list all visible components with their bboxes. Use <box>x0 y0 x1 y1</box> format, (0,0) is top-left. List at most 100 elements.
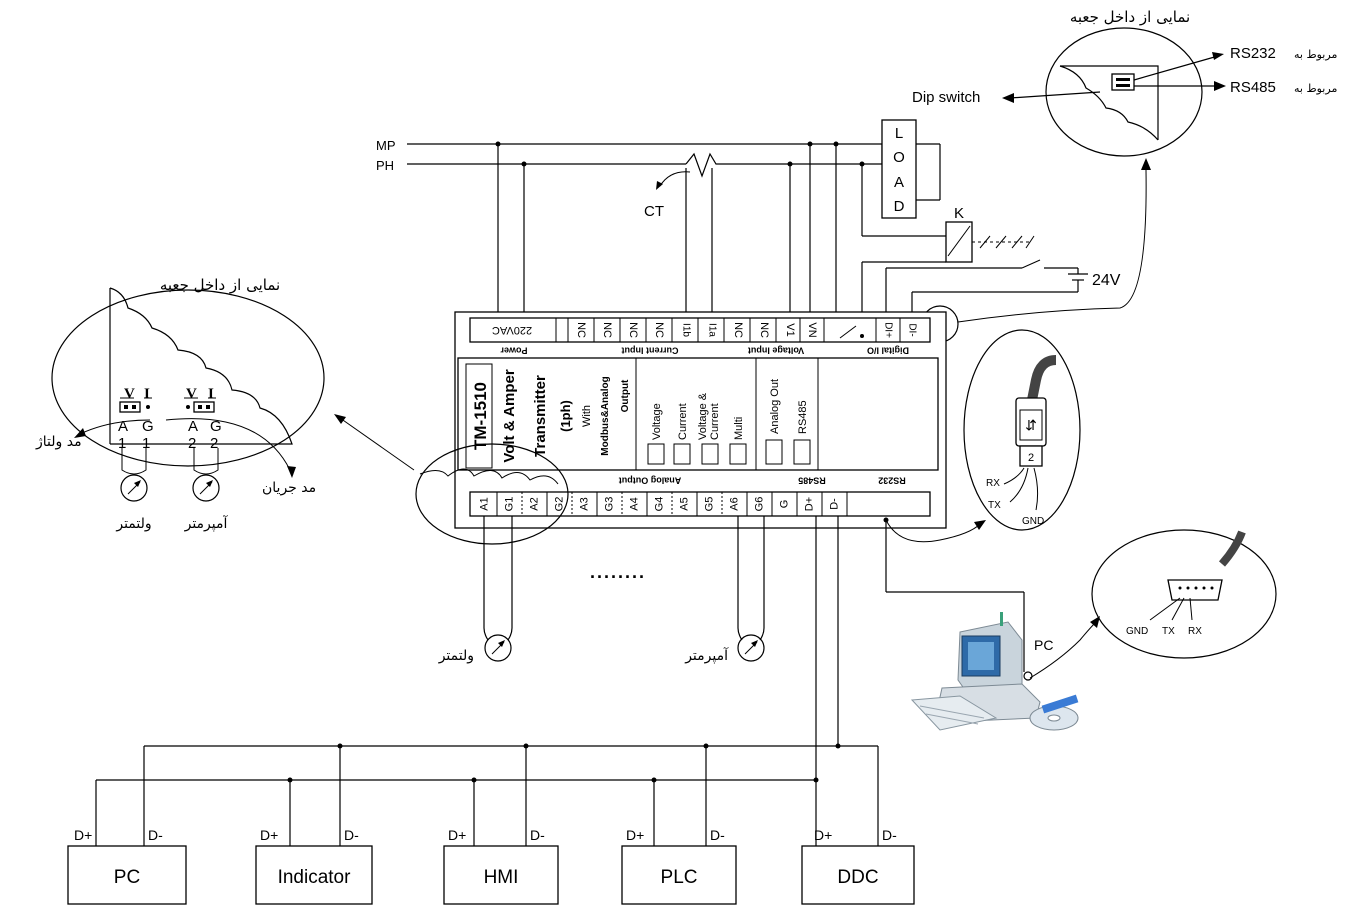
inset-ammeter-label: آمپرمتر <box>184 515 229 532</box>
ammeter-label: آمپرمتر <box>684 647 729 664</box>
rs485-bus <box>95 516 879 846</box>
title-line-1: Volt & Amper <box>501 369 518 463</box>
terminal-nc-2: NC <box>601 322 613 338</box>
relay-k-label: K <box>954 205 964 222</box>
device-indicator-label: Indicator <box>278 867 352 888</box>
terminal-g: G <box>778 500 790 509</box>
hmi-dplus-label: D+ <box>448 827 466 843</box>
group-current-input: Current Input <box>622 346 679 356</box>
terminal-i1b: I1b <box>680 323 691 337</box>
ddc-dplus-label: D+ <box>814 827 832 843</box>
top-inset <box>921 27 1226 343</box>
terminal-vn: VN <box>806 322 818 337</box>
terminal-di-minus: DI- <box>906 323 917 336</box>
db9-tx-label: TX <box>1162 626 1175 637</box>
usb-gnd-label: GND <box>1022 516 1044 527</box>
load-letter-o: O <box>893 149 905 166</box>
device-box-indicator <box>255 845 373 905</box>
terminal-di-plus: DI+ <box>882 322 893 338</box>
ddc-dminus-label: D- <box>882 827 897 843</box>
terminal-1b-number: 1 <box>142 435 150 452</box>
jumper1-i: I <box>144 386 150 402</box>
jumper1-v: V <box>124 386 135 402</box>
terminal-a1: A1 <box>478 497 490 510</box>
device-pc-label: PC <box>114 867 140 888</box>
device-box-plc <box>621 845 737 905</box>
rs485-label: RS485 <box>1230 79 1276 96</box>
plc-dminus-label: D- <box>710 827 725 843</box>
terminal-g6: G6 <box>753 497 765 512</box>
title-line-3: (1ph) <box>558 400 573 432</box>
group-digital-io: Digital I/O <box>867 346 909 356</box>
usb-inset: ⇵ 2 <box>883 329 1081 543</box>
group-rs232: RS232 <box>878 476 906 486</box>
terminal-nc-4: NC <box>653 322 665 338</box>
terminal-d-minus: D- <box>828 498 840 510</box>
option-multi: Multi <box>733 417 745 440</box>
option-voltage: Voltage <box>651 403 663 440</box>
device-box-ddc <box>801 845 915 905</box>
plc-dplus-label: D+ <box>626 827 644 843</box>
model-label: TM-1510 <box>471 382 490 450</box>
usb-rx-label: RX <box>986 478 1000 489</box>
terminal-2b-number: 2 <box>210 435 218 452</box>
mp-label: MP <box>376 138 396 153</box>
indicator-dminus-label: D- <box>344 827 359 843</box>
terminal-nc-6: NC <box>758 322 770 338</box>
terminal-nc-5: NC <box>732 322 744 338</box>
rs485-prefix: مربوط به <box>1294 82 1337 95</box>
terminal-1a-number: 1 <box>118 435 126 452</box>
left-inset-title: نمایی از داخل جعبه <box>160 276 280 294</box>
terminal-i1a: I1a <box>706 323 717 337</box>
group-analog-output: Analog Output <box>619 476 682 486</box>
jumper2-v: V <box>186 386 197 402</box>
title-line-2: Transmitter <box>532 375 549 457</box>
title-modbus: Modbus&Analog <box>600 376 611 455</box>
inset-voltmeter-label: ولتمتر <box>115 516 151 532</box>
terminal-a6: A6 <box>728 497 740 510</box>
pc-dplus-label: D+ <box>74 827 92 843</box>
option-current-2: Current <box>709 403 721 440</box>
db9-rx-label: RX <box>1188 626 1202 637</box>
option-rs485: RS485 <box>797 400 809 434</box>
indicator-dplus-label: D+ <box>260 827 278 843</box>
terminal-g4: G4 <box>653 497 665 512</box>
load-letter-a: A <box>894 174 904 191</box>
pc-illustration <box>885 520 1079 731</box>
db9-gnd-label: GND <box>1126 626 1148 637</box>
svg-text:⇵: ⇵ <box>1025 417 1037 433</box>
pc-dminus-label: D- <box>148 827 163 843</box>
terminal-a3: A3 <box>578 497 590 510</box>
group-power: Power <box>500 346 528 356</box>
terminal-a2-label: A <box>188 418 198 435</box>
left-inset <box>51 287 415 502</box>
title-output: Output <box>620 379 631 412</box>
mains-lines <box>407 141 941 318</box>
terminal-a2: A2 <box>528 497 540 510</box>
rs232-label: RS232 <box>1230 45 1276 62</box>
dip-switch-label: Dip switch <box>912 89 980 106</box>
jumper2-i: I <box>208 386 214 402</box>
hmi-dminus-label: D- <box>530 827 545 843</box>
top-inset-title: نمایی از داخل جعبه <box>1070 8 1190 26</box>
ct-label: CT <box>644 203 664 220</box>
device-plc-label: PLC <box>661 867 698 888</box>
device-panel-text: TM-1510 Volt & Amper Transmitter (1ph) W… <box>471 369 809 463</box>
device-hmi-label: HMI <box>484 867 519 888</box>
highlight-cut-line <box>419 468 559 485</box>
more-outputs-ellipsis: ........ <box>590 562 646 582</box>
terminal-2a-number: 2 <box>188 435 196 452</box>
terminal-nc-1: NC <box>575 322 587 338</box>
terminal-a4: A4 <box>628 497 640 510</box>
device-box-pc <box>67 845 187 905</box>
title-with: With <box>581 405 593 427</box>
voltmeter-label: ولتمتر <box>438 648 474 664</box>
terminal-a1-label: A <box>118 418 128 435</box>
bottom-group-labels: Analog Output RS485 RS232 <box>619 476 906 486</box>
option-voltage-and: Voltage & <box>697 392 709 440</box>
usb-tx-label: TX <box>988 500 1001 511</box>
svg-text:2: 2 <box>1028 452 1034 464</box>
terminal-220vac: 220VAC <box>492 324 532 336</box>
